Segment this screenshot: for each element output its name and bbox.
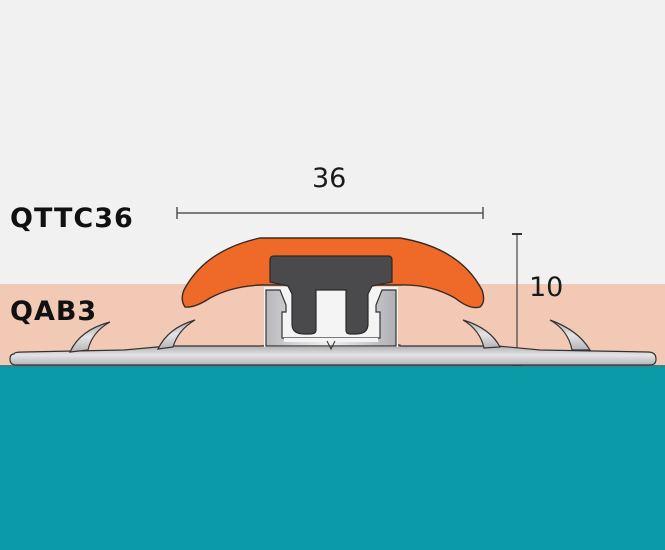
width-dimension-value: 36 bbox=[312, 163, 347, 194]
base-track bbox=[9, 287, 657, 366]
top-profile-label: QTTC36 bbox=[10, 203, 134, 234]
height-dimension-line bbox=[512, 233, 522, 366]
height-dimension-value: 10 bbox=[529, 272, 564, 303]
subfloor bbox=[0, 367, 665, 550]
base-profile-label: QAB3 bbox=[10, 296, 98, 327]
subfloor-edge bbox=[0, 365, 665, 368]
width-dimension-line bbox=[176, 207, 484, 219]
insert-profile bbox=[269, 255, 393, 335]
background-top bbox=[0, 0, 665, 284]
